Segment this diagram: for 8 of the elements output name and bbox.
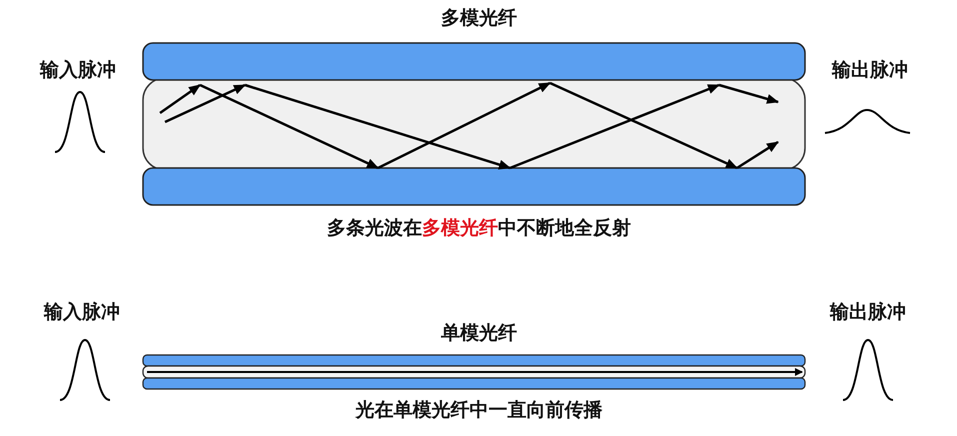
fiber-title: 多模光纤 <box>441 6 517 30</box>
caption-text: 光在单模光纤中一直向前传播 <box>356 398 602 422</box>
pulse-label: 输出脉冲 <box>830 300 906 324</box>
fiber-title: 单模光纤 <box>441 321 517 345</box>
pulse-label: 输出脉冲 <box>832 58 908 82</box>
caption-text: 多条光波在多模光纤中不断地全反射 <box>327 216 631 240</box>
pulse-label: 输入脉冲 <box>44 300 120 324</box>
pulse-label: 输入脉冲 <box>40 58 116 82</box>
